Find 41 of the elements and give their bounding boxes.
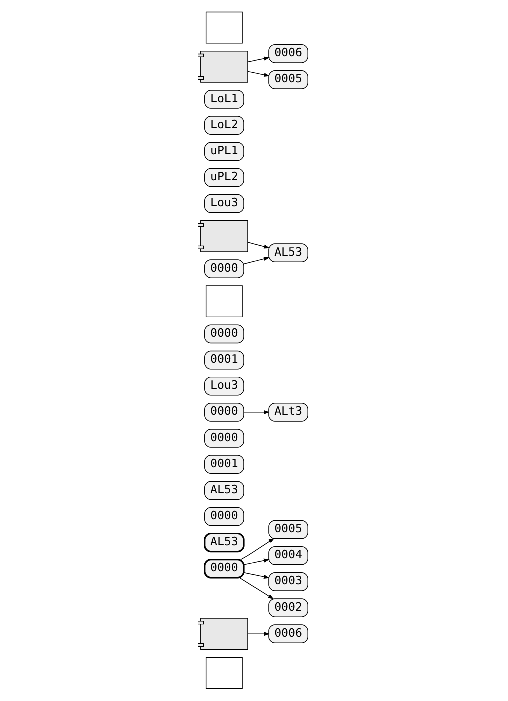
arrow — [238, 578, 274, 600]
node-box — [205, 12, 242, 44]
arrow — [243, 410, 270, 414]
node-box: 0001 — [204, 350, 244, 370]
picture — [198, 50, 248, 83]
node-box: AL53 — [268, 244, 308, 262]
arrow — [243, 257, 270, 264]
node-box: 0002 — [268, 598, 308, 618]
arrow — [247, 71, 270, 78]
arrow — [247, 56, 270, 62]
node-box: 0005 — [268, 520, 308, 540]
node-box: 0000 — [204, 403, 244, 422]
node-box: AL53 — [204, 481, 244, 500]
picture — [198, 618, 248, 650]
node-box: 0000 — [204, 260, 244, 278]
picture — [198, 220, 248, 252]
node-box: 0000 — [204, 507, 244, 526]
node-box: Lou3 — [204, 194, 244, 214]
node-box: 0006 — [268, 44, 308, 64]
arrow — [243, 572, 270, 579]
arrow — [247, 632, 270, 636]
node-box: AL53 — [204, 532, 244, 553]
arrow — [243, 558, 270, 566]
node-box: ALt3 — [268, 403, 308, 422]
node-box: uPL2 — [204, 168, 244, 188]
node-box — [205, 657, 242, 690]
arrow — [247, 242, 270, 249]
node-box: 0005 — [268, 70, 308, 90]
arrow — [240, 538, 274, 560]
node-box: 0006 — [268, 624, 308, 644]
node-box: 0001 — [204, 455, 244, 474]
node-box: 0000 — [204, 324, 244, 344]
node-box: 0000 — [204, 559, 244, 579]
node-box — [205, 286, 242, 318]
node-box: 0003 — [268, 572, 308, 592]
node-box: LoL1 — [204, 90, 244, 109]
node-box: uPL1 — [204, 142, 244, 162]
node-box: 0004 — [268, 546, 308, 566]
node-box: LoL2 — [204, 116, 244, 135]
node-box: Lou3 — [204, 376, 244, 396]
node-box: 0000 — [204, 429, 244, 448]
